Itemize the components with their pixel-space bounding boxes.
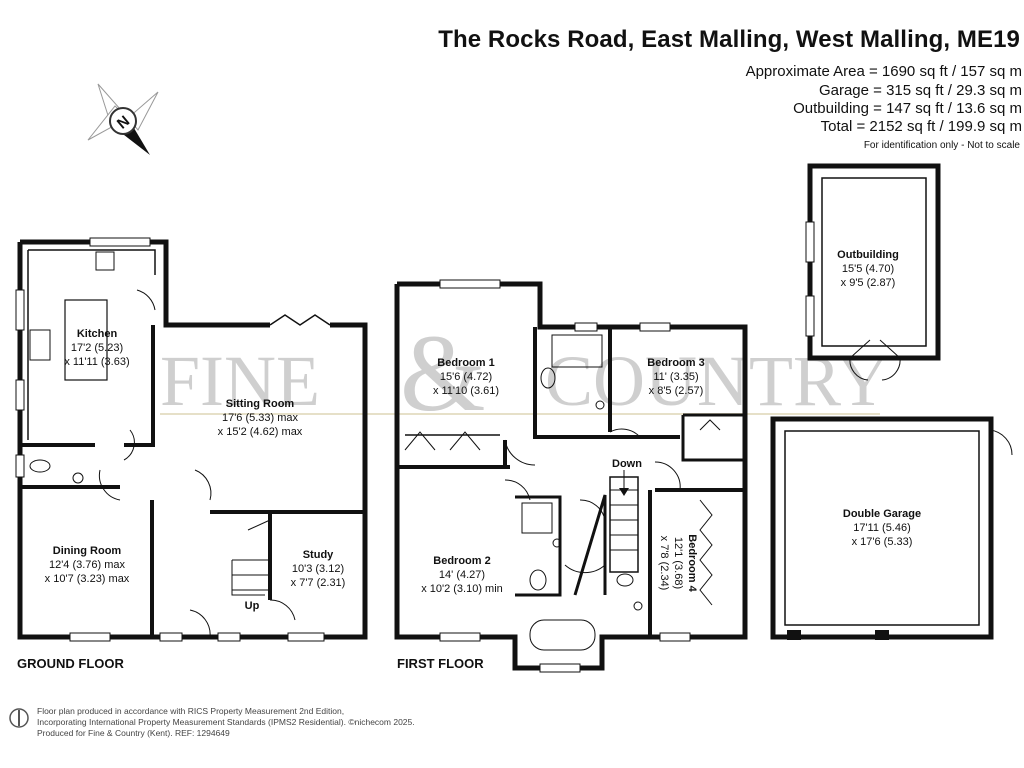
room-dining: Dining Room 12'4 (3.76) max x 10'7 (3.23… [45,545,130,585]
kitchen-name: Kitchen [77,328,118,340]
study-dim1: 10'3 (3.12) [292,563,344,575]
bed1-dim1: 15'6 (4.72) [440,371,492,383]
study-name: Study [303,549,334,561]
bed2-name: Bedroom 2 [433,555,490,567]
kitchen-dim2: x 11'11 (3.63) [64,356,129,368]
room-sitting: Sitting Room 17'6 (5.33) max x 15'2 (4.6… [218,398,303,438]
scale-note: For identification only - Not to scale [863,140,1020,151]
first-floor-label: FIRST FLOOR [397,656,484,671]
area-approximate: Approximate Area = 1690 sq ft / 157 sq m [745,63,1022,80]
nichecom-logo [9,708,29,728]
sitting-dim1: 17'6 (5.33) max [222,412,299,424]
first-windows [439,279,691,673]
room-bedroom-2: Bedroom 2 14' (4.27) x 10'2 (3.10) min [421,555,503,595]
watermark-left: FINE [160,341,320,421]
property-title: The Rocks Road, East Malling, West Malli… [438,26,1020,53]
garage-plan [770,416,1013,640]
outbuilding-dim1: 15'5 (4.70) [842,263,894,275]
watermark-right: COUNTRY [545,341,889,421]
area-outbuilding: Outbuilding = 147 sq ft / 13.6 sq m [793,100,1022,117]
bed4-dim1: 12'1 (3.68) [672,537,684,589]
bed3-name: Bedroom 3 [647,357,704,369]
sitting-name: Sitting Room [226,398,295,410]
sitting-dim2: x 15'2 (4.62) max [218,426,303,438]
room-garage: Double Garage 17'11 (5.46) x 17'6 (5.33) [843,508,921,548]
bed4-name: Bedroom 4 [686,534,698,592]
ground-floor-label: GROUND FLOOR [17,656,124,671]
room-outbuilding: Outbuilding 15'5 (4.70) x 9'5 (2.87) [837,249,899,289]
dining-dim2: x 10'7 (3.23) max [45,573,130,585]
bed3-dim2: x 8'5 (2.57) [649,385,704,397]
bed1-name: Bedroom 1 [437,357,494,369]
bed2-dim2: x 10'2 (3.10) min [421,583,503,595]
room-bedroom-1: Bedroom 1 15'6 (4.72) x 11'10 (3.61) [433,357,499,397]
footer-line-1: Floor plan produced in accordance with R… [37,706,345,716]
stairs-up-label: Up [245,600,260,612]
bed1-dim2: x 11'10 (3.61) [433,385,499,397]
area-total: Total = 2152 sq ft / 199.9 sq m [820,118,1022,135]
garage-dim2: x 17'6 (5.33) [852,536,913,548]
outbuilding-name: Outbuilding [837,249,899,261]
room-kitchen: Kitchen 17'2 (5.23) x 11'11 (3.63) [64,328,129,368]
room-bedroom-4: Bedroom 4 12'1 (3.68) x 7'8 (2.34) [658,534,698,592]
ground-windows [15,237,325,642]
garage-name: Double Garage [843,508,921,520]
dining-dim1: 12'4 (3.76) max [49,559,126,571]
footer-line-2: Incorporating International Property Mea… [37,717,415,727]
bed2-dim1: 14' (4.27) [439,569,485,581]
outbuilding-dim2: x 9'5 (2.87) [841,277,896,289]
area-garage: Garage = 315 sq ft / 29.3 sq m [818,82,1022,99]
dining-name: Dining Room [53,545,122,557]
outbuilding-plan [805,163,941,381]
room-bedroom-3: Bedroom 3 11' (3.35) x 8'5 (2.57) [647,357,704,397]
first-floor-plan [394,281,748,671]
stairs-down-label: Down [612,458,642,470]
study-dim2: x 7'7 (2.31) [291,577,346,589]
room-study: Study 10'3 (3.12) x 7'7 (2.31) [291,549,346,589]
garage-dim1: 17'11 (5.46) [853,522,911,534]
footer-line-3: Produced for Fine & Country (Kent). REF:… [37,728,230,738]
bed4-dim2: x 7'8 (2.34) [658,536,670,591]
bed3-dim1: 11' (3.35) [653,371,698,383]
compass-icon: N [87,83,159,155]
kitchen-dim1: 17'2 (5.23) [71,342,123,354]
